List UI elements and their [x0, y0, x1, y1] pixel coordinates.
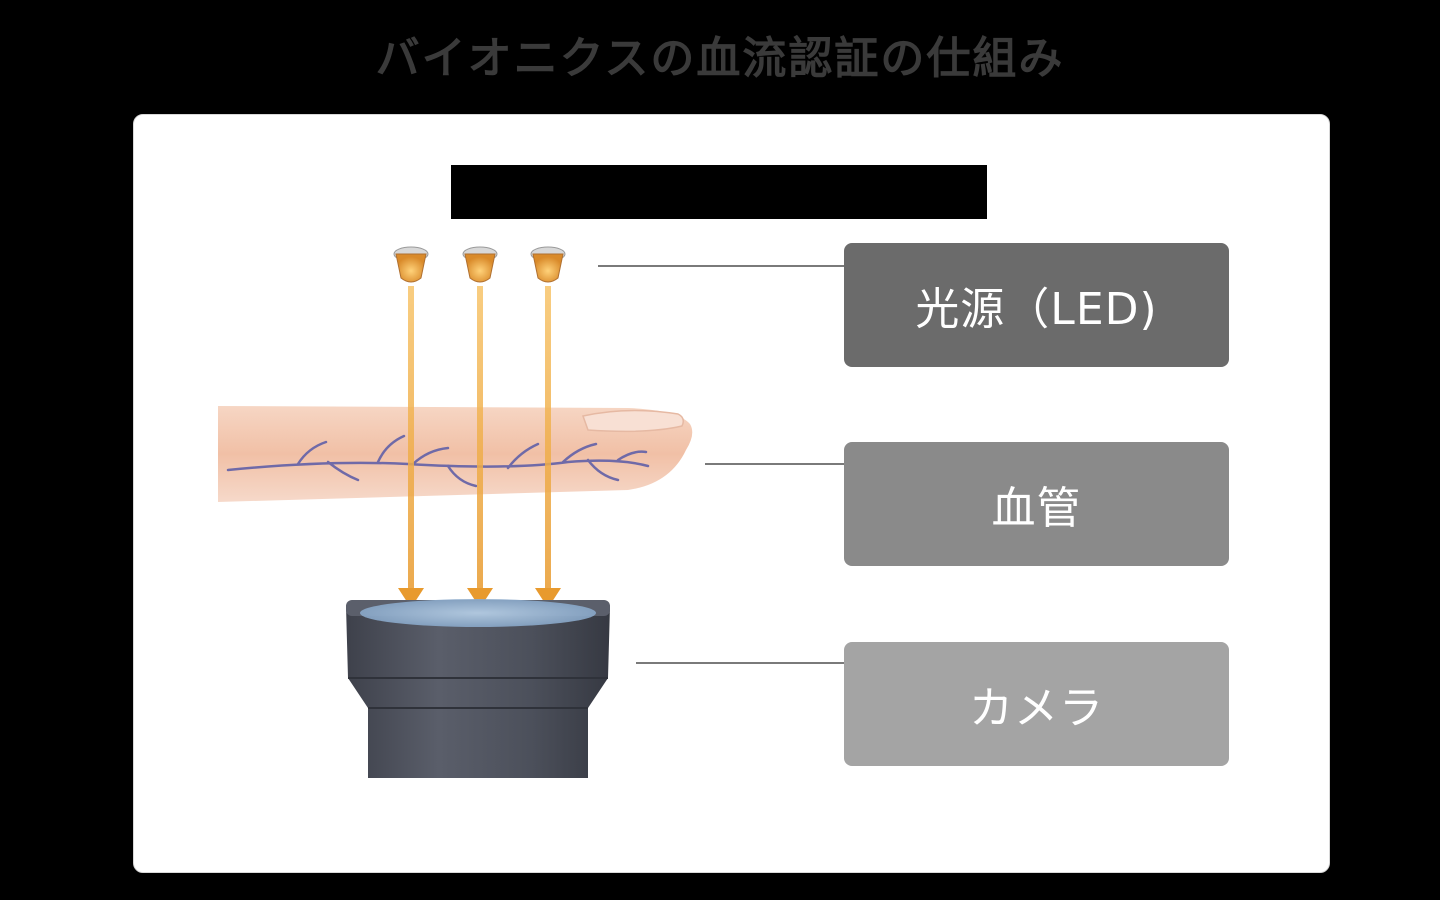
connector-line-light-source: [598, 265, 844, 267]
light-beams: [398, 286, 561, 608]
light-source-label: 光源（LED): [915, 284, 1158, 335]
connector-line-camera: [636, 662, 844, 664]
led-light-sources: [393, 246, 566, 283]
blood-vessels: [226, 434, 650, 488]
camera-label: カメラ: [969, 683, 1104, 734]
redaction-bar: [451, 165, 987, 219]
finger-vein-illustration: [208, 246, 693, 778]
camera-label-box: カメラ: [844, 642, 1229, 766]
blood-vessel-label: 血管: [991, 483, 1082, 534]
finger-shape: [208, 398, 693, 508]
camera-body: [346, 599, 610, 778]
light-source-label-box: 光源（LED): [844, 243, 1229, 367]
connector-line-blood-vessel: [705, 463, 844, 465]
blood-vessel-label-box: 血管: [844, 442, 1229, 566]
diagram-title: バイオニクスの血流認証の仕組み: [375, 33, 1065, 84]
